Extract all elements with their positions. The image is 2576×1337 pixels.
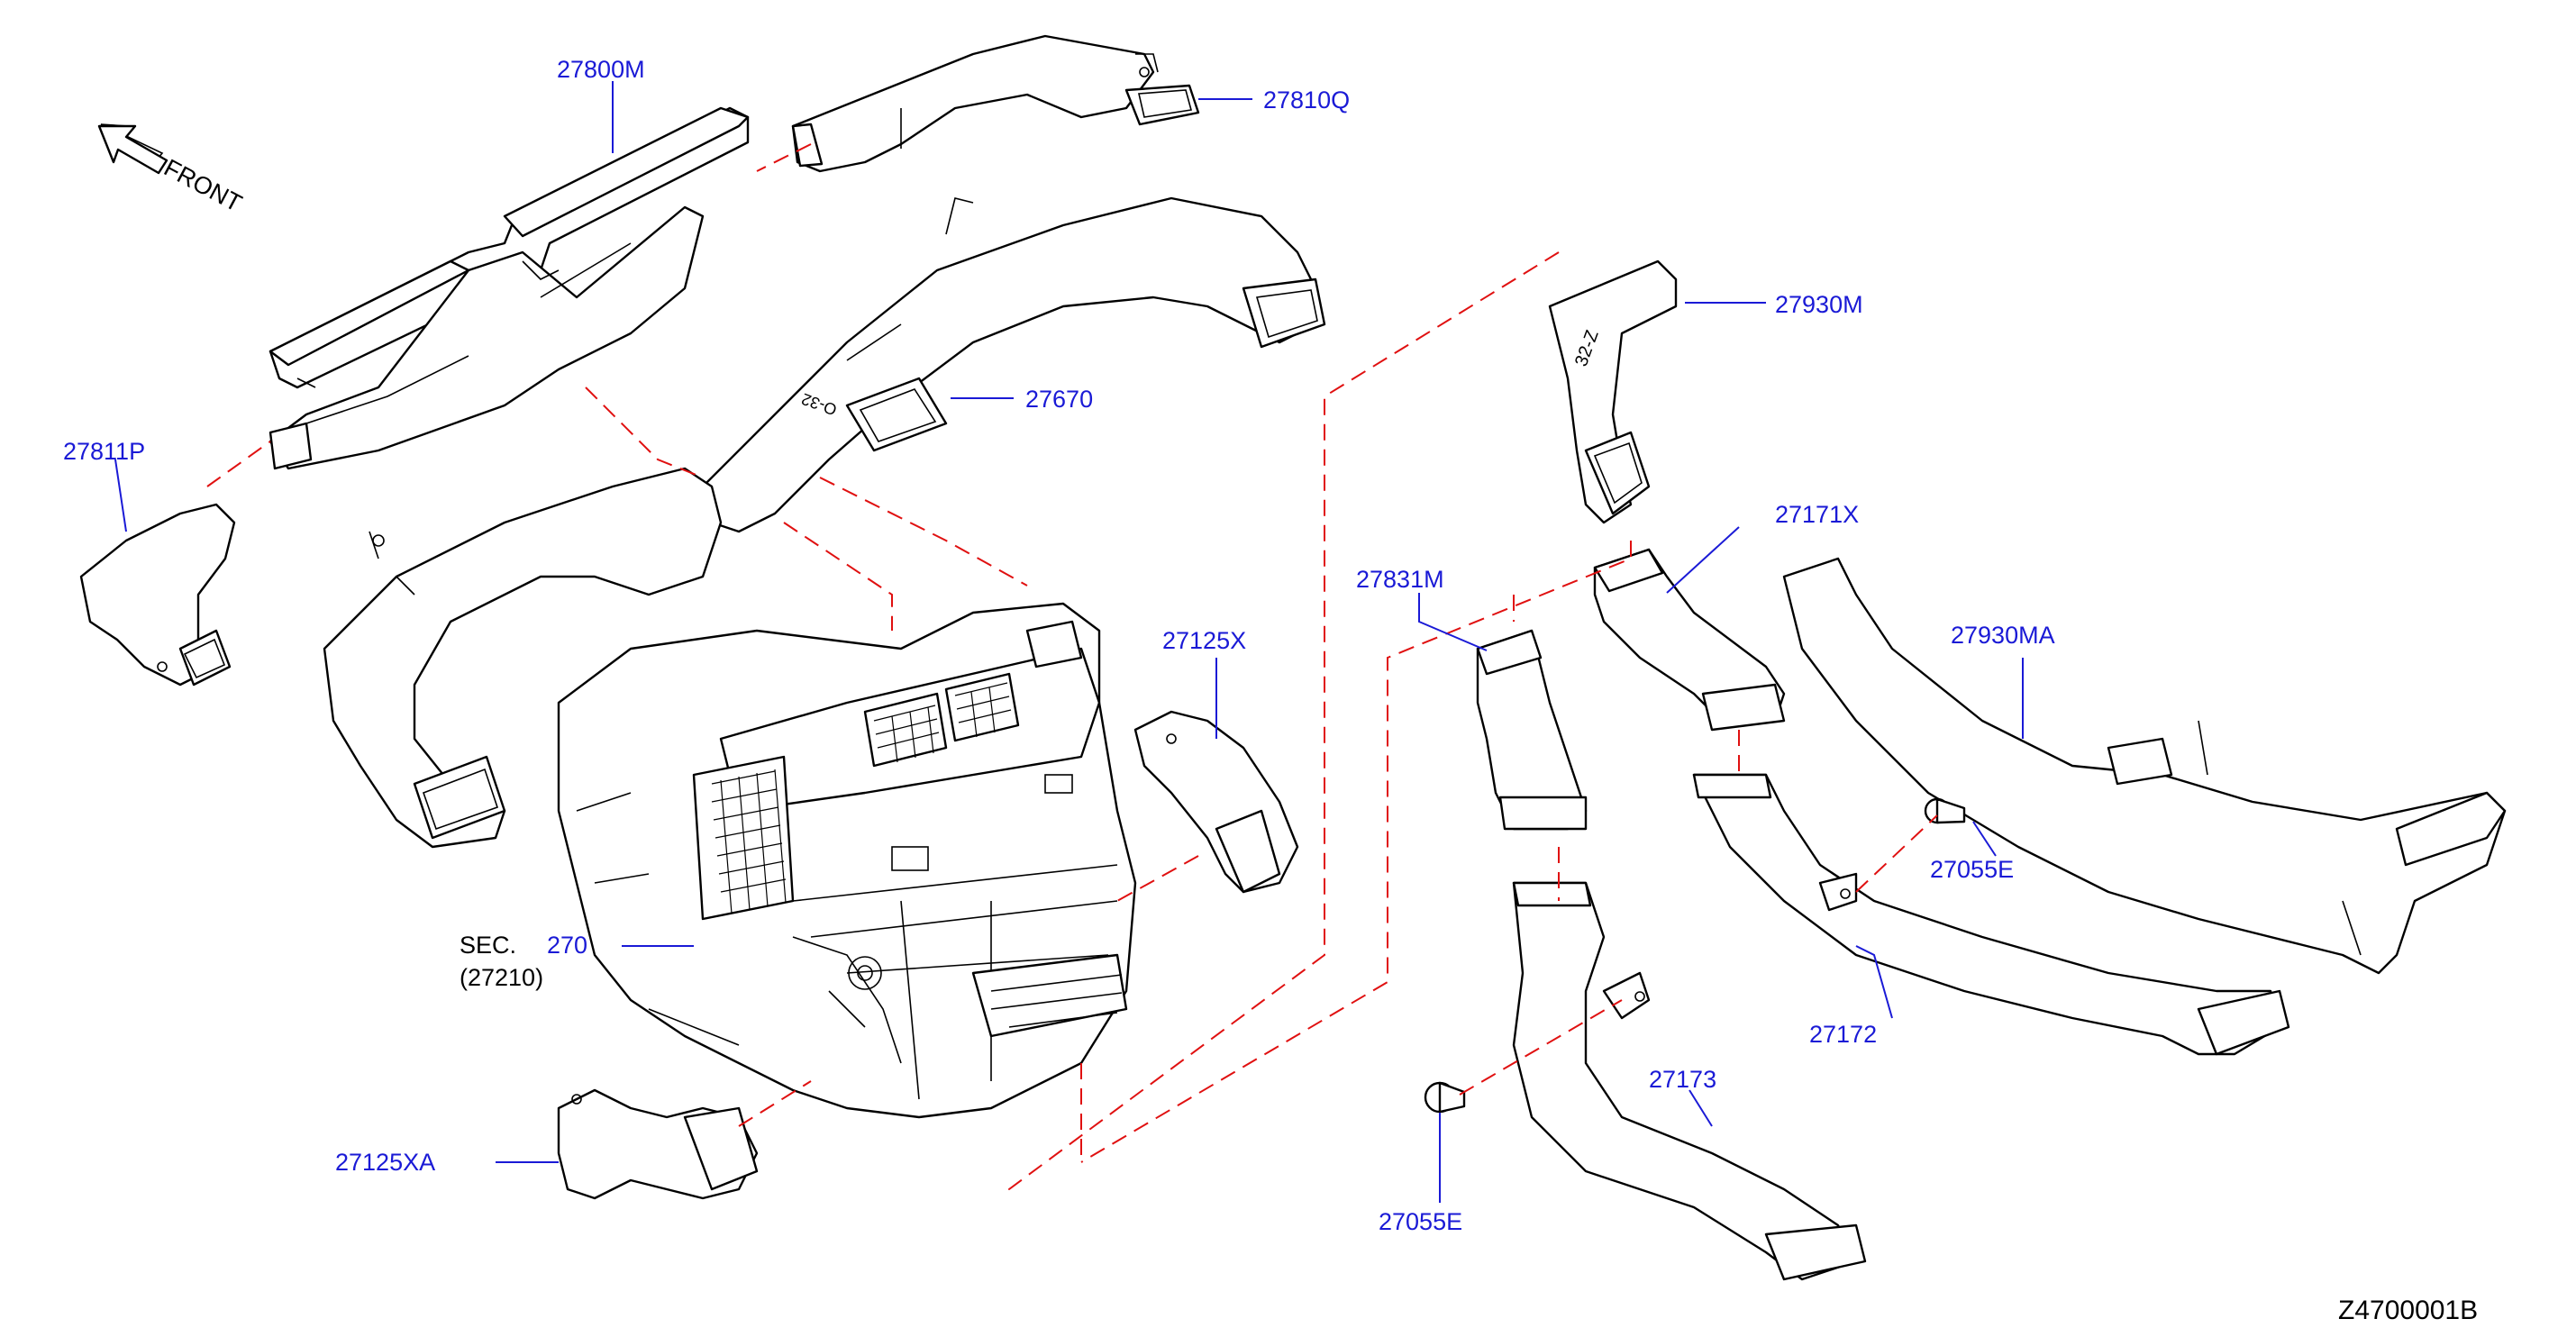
callout-27811P[interactable]: 27811P <box>63 438 146 465</box>
callout-27930M[interactable]: 27930M <box>1775 291 1863 318</box>
rear-duct-27930MA <box>1782 557 2507 975</box>
callout-27800M[interactable]: 27800M <box>557 56 645 83</box>
duct-27171X <box>1593 548 1786 732</box>
callout-27831M[interactable]: 27831M <box>1356 566 1444 593</box>
section-ref-number[interactable]: 270 <box>547 932 588 959</box>
section-ref-sub: (27210) <box>460 964 544 991</box>
callout-27173[interactable]: 27173 <box>1649 1066 1717 1093</box>
callout-27670[interactable]: 27670 <box>1025 386 1094 413</box>
callout-27055E-right[interactable]: 27055E <box>1930 856 2015 883</box>
clip-27055E-left <box>1424 1081 1466 1114</box>
front-label: FRONT <box>159 154 246 217</box>
callout-27125XA[interactable]: 27125XA <box>335 1149 436 1176</box>
side-duct-27811P <box>79 503 236 687</box>
foot-duct-27125XA <box>557 1088 759 1200</box>
callout-27125X[interactable]: 27125X <box>1162 627 1247 654</box>
duct-27172 <box>1692 773 2290 1056</box>
alignment-dashed-lines <box>206 143 1938 1198</box>
center-vent-duct-27670: O-32 <box>701 196 1326 533</box>
rear-duct-27930M: 32-Z <box>1548 259 1678 524</box>
callout-27930MA[interactable]: 27930MA <box>1951 622 2055 649</box>
duct-27831M <box>1476 629 1588 831</box>
callout-27172[interactable]: 27172 <box>1809 1021 1878 1048</box>
hvac-heater-unit <box>557 602 1137 1119</box>
callout-27055E-left[interactable]: 27055E <box>1379 1208 1463 1235</box>
drawing-id: Z4700001B <box>2338 1296 2479 1325</box>
left-vent-duct <box>323 467 723 849</box>
callout-27810Q[interactable]: 27810Q <box>1263 86 1351 114</box>
duct-27173 <box>1512 881 1867 1281</box>
arrow-up-left-icon <box>97 123 168 175</box>
section-ref-prefix: SEC. <box>460 932 517 959</box>
side-vent-duct-27810Q <box>791 34 1200 173</box>
callout-27171X[interactable]: 27171X <box>1775 501 1860 528</box>
foot-duct-27125X <box>1133 710 1299 894</box>
defroster-nozzle-27800M <box>269 106 750 470</box>
callout-leader-lines <box>114 81 2024 1203</box>
clip-27055E-right <box>1924 797 1966 824</box>
